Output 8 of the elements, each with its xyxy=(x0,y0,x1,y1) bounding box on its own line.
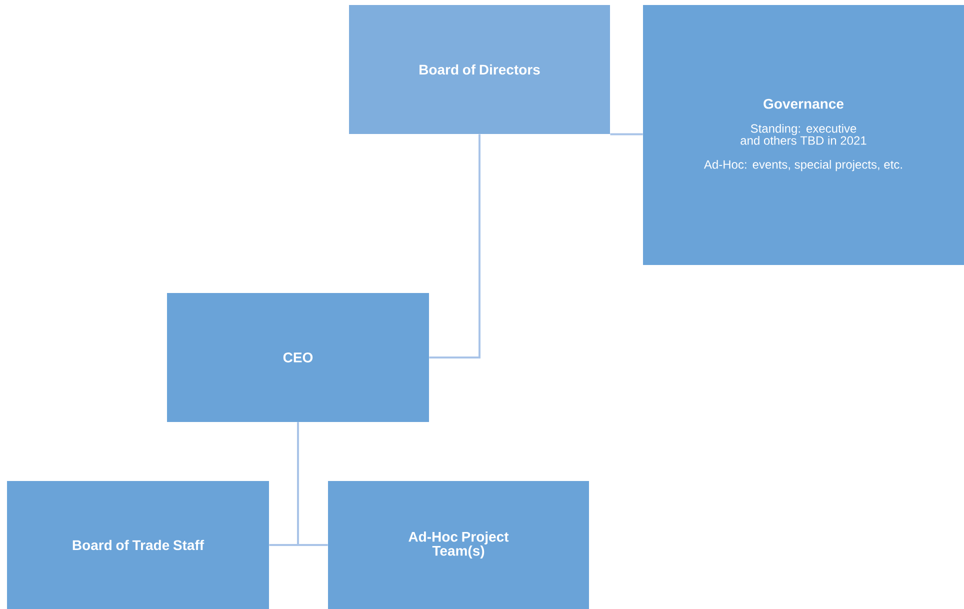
connector-line xyxy=(297,422,328,546)
org-box: Board of Trade Staff xyxy=(7,481,269,609)
org-box: CEO xyxy=(167,293,429,422)
connector-line xyxy=(610,133,643,136)
connector-line xyxy=(429,134,480,358)
org-box: Ad-Hoc Project Team(s) xyxy=(328,481,589,609)
org-box: Governance Standing: executive and others TBD in 2021 Ad-Hoc: events, special projects, etc. xyxy=(643,5,964,265)
org-box: Board of Directors xyxy=(349,5,610,134)
